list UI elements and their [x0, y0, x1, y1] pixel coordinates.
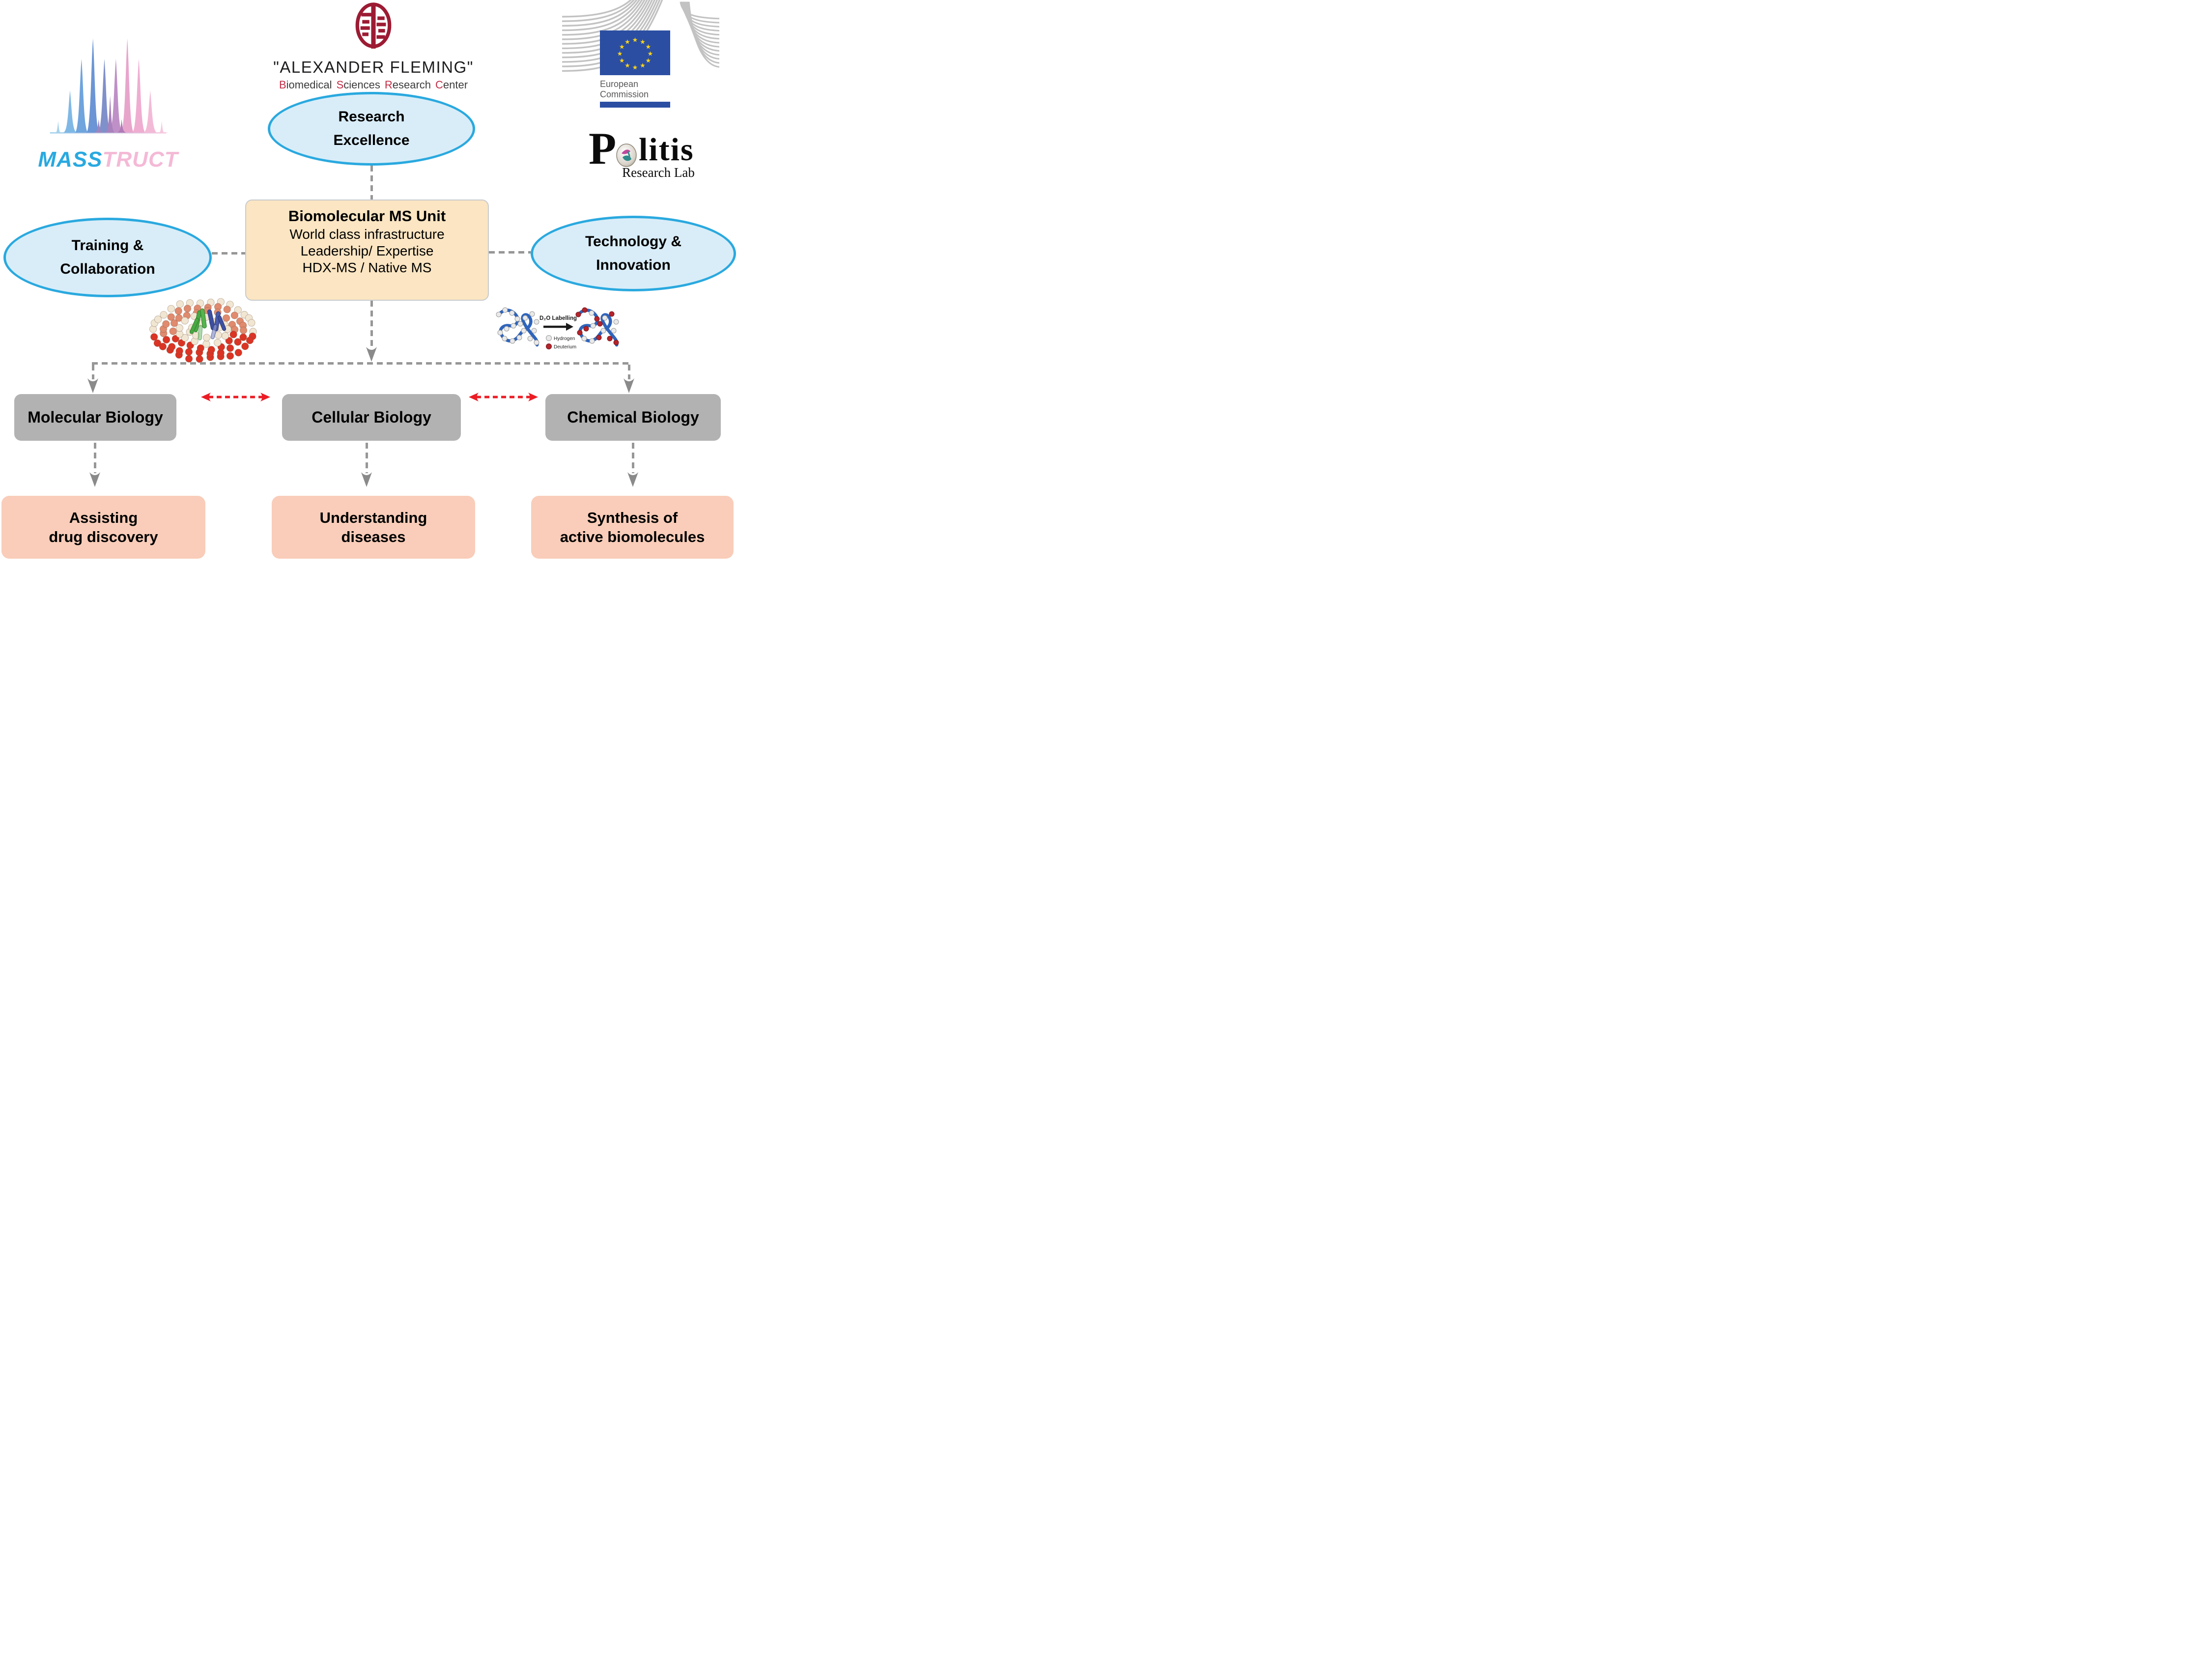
- fleming-subtitle: Biomedical Sciences Research Center: [270, 79, 477, 91]
- eu-flag-stars: ★★★★★★★★★★★★: [617, 36, 653, 71]
- svg-text:★: ★: [648, 50, 653, 57]
- center-box-line2: Leadership/ Expertise: [300, 243, 434, 258]
- arrowhead-outcome-chemical-icon: [627, 472, 638, 487]
- svg-text:★: ★: [619, 57, 625, 64]
- politis-research-lab-label: Research Lab: [622, 165, 695, 180]
- european-commission-line2: Commission: [600, 89, 649, 99]
- svg-text:★: ★: [640, 62, 646, 69]
- connector-drop-chemical: [628, 365, 630, 379]
- center-box-title: Biomolecular MS Unit: [288, 207, 446, 225]
- eu-curves-right-icon: [680, 1, 719, 68]
- svg-text:★: ★: [645, 57, 651, 64]
- box-assisting-drug-discovery: Assisting drug discovery: [1, 496, 205, 559]
- svg-text:★: ★: [632, 36, 638, 44]
- ellipse-technology-innovation: Technology & Innovation: [531, 216, 736, 291]
- politis-logo: P litis Research Lab: [589, 126, 716, 180]
- european-commission-line1: European: [600, 79, 639, 89]
- politis-litis: litis: [639, 132, 694, 168]
- center-box-line1: World class infrastructure: [289, 227, 445, 242]
- svg-text:★: ★: [617, 50, 623, 57]
- box-cellular-biology: Cellular Biology: [282, 394, 461, 441]
- arrowhead-molecular-icon: [87, 378, 98, 393]
- deuterium-ball-icon: [546, 343, 552, 349]
- hdx-protein-after: [575, 307, 619, 347]
- fleming-title: "ALEXANDER FLEMING": [273, 58, 474, 76]
- eu-flag-icon: ★★★★★★★★★★★★: [600, 30, 670, 75]
- red-double-arrow-cellular-chemical: [469, 393, 538, 401]
- technology-innovation-line2: Innovation: [596, 257, 671, 273]
- connector-center-to-technology: [489, 251, 531, 254]
- hdx-legend-deuterium: Deuterium: [554, 344, 576, 350]
- molecular-biology-label: Molecular Biology: [28, 408, 163, 426]
- connector-cellular-to-outcome: [366, 443, 368, 473]
- box-chemical-biology: Chemical Biology: [545, 394, 721, 441]
- hydrogen-ball-icon: [546, 335, 552, 341]
- masstruct-wordmark-mass: MASS: [38, 147, 103, 171]
- outcome-molecular-line2: drug discovery: [49, 528, 158, 545]
- training-collaboration-line1: Training &: [71, 237, 144, 254]
- svg-text:★: ★: [619, 43, 625, 51]
- politis-p: P: [589, 123, 617, 173]
- diagram-canvas: MASSTRUCT "ALEXANDER FLEMING" Biomedical…: [0, 0, 737, 560]
- arrowhead-center-down-icon: [366, 347, 377, 362]
- fleming-subtitle-word: Center: [435, 79, 468, 91]
- fleming-subtitle-word: Biomedical: [279, 79, 332, 91]
- connector-chemical-to-outcome: [632, 443, 634, 473]
- fleming-tree-emblem-icon: [355, 2, 392, 49]
- masstruct-wordmark: MASSTRUCT: [34, 147, 182, 172]
- hdx-legend-hydrogen: Hydrogen: [554, 336, 575, 342]
- arrowhead-outcome-molecular-icon: [89, 472, 100, 487]
- svg-text:★: ★: [640, 38, 646, 45]
- connector-drop-molecular: [92, 365, 94, 379]
- mass-spectrum-peaks-icon: [50, 38, 169, 134]
- connector-research-to-center: [370, 166, 373, 199]
- eu-blue-bar: [600, 102, 670, 108]
- svg-text:★: ★: [632, 64, 638, 71]
- research-excellence-line2: Excellence: [333, 132, 410, 148]
- hdx-labelling-figure: D₂O Labelling Hydrogen Deuterium: [496, 307, 619, 350]
- box-understanding-diseases: Understanding diseases: [272, 496, 475, 559]
- hdx-arrowhead-icon: [566, 323, 573, 331]
- fleming-logo: "ALEXANDER FLEMING" Biomedical Sciences Re…: [270, 2, 477, 91]
- box-synthesis-active-biomolecules: Synthesis of active biomolecules: [531, 496, 734, 559]
- arrowhead-outcome-cellular-icon: [361, 472, 372, 487]
- connector-molecular-to-outcome: [94, 443, 96, 473]
- box-molecular-biology: Molecular Biology: [14, 394, 176, 441]
- outcome-chemical-line1: Synthesis of: [587, 509, 678, 526]
- training-collaboration-line2: Collaboration: [60, 261, 155, 277]
- politis-droplet-icon: [616, 143, 637, 167]
- outcome-chemical-line2: active biomolecules: [560, 528, 705, 545]
- hdx-arrow-label: D₂O Labelling: [539, 315, 577, 321]
- center-box-line3: HDX-MS / Native MS: [302, 260, 432, 275]
- svg-text:★: ★: [645, 43, 651, 51]
- outcome-cellular-line1: Understanding: [319, 509, 427, 526]
- arrowhead-chemical-icon: [624, 378, 634, 393]
- svg-text:★: ★: [624, 62, 630, 69]
- european-commission-label: European Commission: [600, 79, 649, 100]
- fleming-subtitle-word: Research: [384, 79, 431, 91]
- connector-center-down: [370, 301, 373, 348]
- svg-text:★: ★: [624, 38, 630, 45]
- red-double-arrow-molecular-cellular: [201, 393, 270, 401]
- ellipse-training-collaboration: Training & Collaboration: [3, 218, 212, 297]
- masstruct-wordmark-truct: TRUCT: [102, 147, 178, 171]
- cellular-biology-label: Cellular Biology: [312, 408, 431, 426]
- fleming-subtitle-word: Sciences: [336, 79, 380, 91]
- technology-innovation-line1: Technology &: [585, 233, 682, 250]
- connector-training-to-center: [212, 252, 245, 255]
- chemical-biology-label: Chemical Biology: [567, 408, 699, 426]
- outcome-cellular-line2: diseases: [341, 528, 406, 545]
- research-excellence-line1: Research: [338, 109, 405, 125]
- protein-complex-figure: [149, 298, 257, 363]
- biomolecular-ms-unit-box: Biomolecular MS Unit World class infrast…: [245, 199, 489, 301]
- ellipse-research-excellence: Research Excellence: [268, 92, 475, 166]
- hdx-protein-before: [496, 307, 539, 347]
- connector-horizontal-bus: [92, 362, 630, 365]
- outcome-molecular-line1: Assisting: [69, 509, 138, 526]
